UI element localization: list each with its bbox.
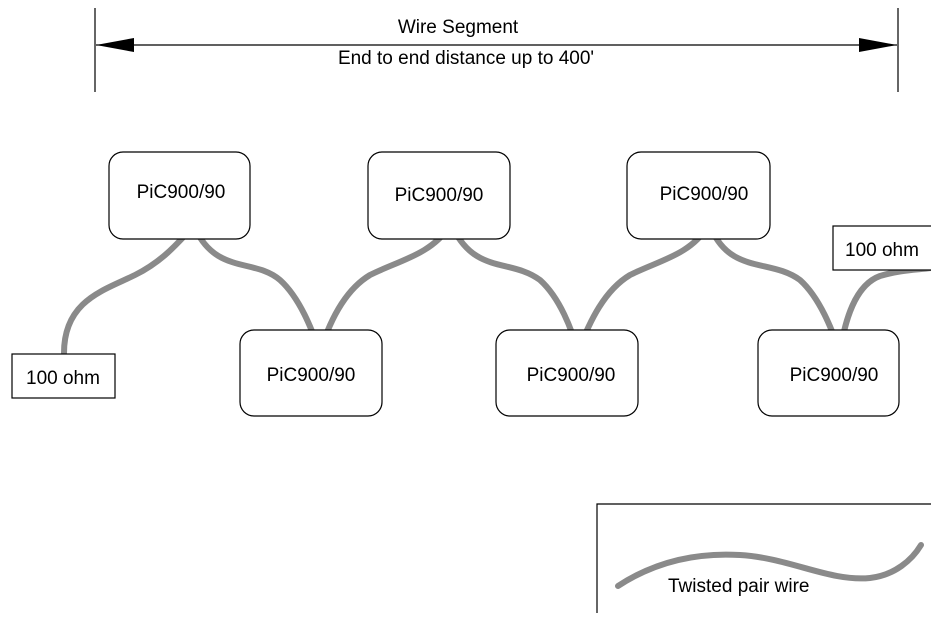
legend-label: Twisted pair wire bbox=[668, 576, 810, 597]
segment-dimension: Wire Segment End to end distance up to 4… bbox=[94, 8, 899, 92]
node-label: PiC900/90 bbox=[267, 365, 356, 386]
terminator-box bbox=[832, 225, 931, 271]
wire-node3-to-node4 bbox=[449, 223, 581, 355]
terminator-left: 100 ohm bbox=[11, 353, 116, 399]
wire-node5-to-node6 bbox=[707, 223, 843, 355]
node-label: PiC900/90 bbox=[660, 184, 749, 205]
node-5: PiC900/90 bbox=[626, 151, 771, 240]
node-box bbox=[367, 151, 511, 240]
node-2: PiC900/90 bbox=[239, 329, 383, 417]
wire-term-left-to-node1 bbox=[61, 225, 195, 356]
node-box bbox=[239, 329, 383, 417]
node-box bbox=[626, 151, 771, 240]
segment-title: Wire Segment bbox=[398, 17, 519, 38]
segment-distance: End to end distance up to 400' bbox=[338, 48, 594, 69]
node-label: PiC900/90 bbox=[395, 185, 484, 206]
node-3: PiC900/90 bbox=[367, 151, 511, 240]
node-label: PiC900/90 bbox=[527, 365, 616, 386]
terminator-right: 100 ohm bbox=[832, 225, 931, 271]
node-box bbox=[757, 329, 900, 417]
wire-node1-to-node2 bbox=[191, 223, 323, 355]
node-label: PiC900/90 bbox=[790, 365, 879, 386]
terminator-label: 100 ohm bbox=[26, 368, 100, 389]
legend-wire-sample bbox=[615, 542, 924, 589]
node-box bbox=[108, 151, 251, 240]
legend-frame bbox=[596, 503, 931, 613]
terminator-box bbox=[11, 353, 116, 399]
wire-node2-to-node3 bbox=[317, 223, 453, 355]
node-1: PiC900/90 bbox=[108, 151, 251, 240]
wire-node4-to-node5 bbox=[575, 223, 711, 355]
node-label: PiC900/90 bbox=[137, 182, 226, 203]
node-box bbox=[495, 329, 639, 417]
node-6: PiC900/90 bbox=[757, 329, 900, 417]
node-4: PiC900/90 bbox=[495, 329, 639, 417]
legend: Twisted pair wire bbox=[596, 503, 931, 613]
terminator-label: 100 ohm bbox=[845, 240, 919, 261]
